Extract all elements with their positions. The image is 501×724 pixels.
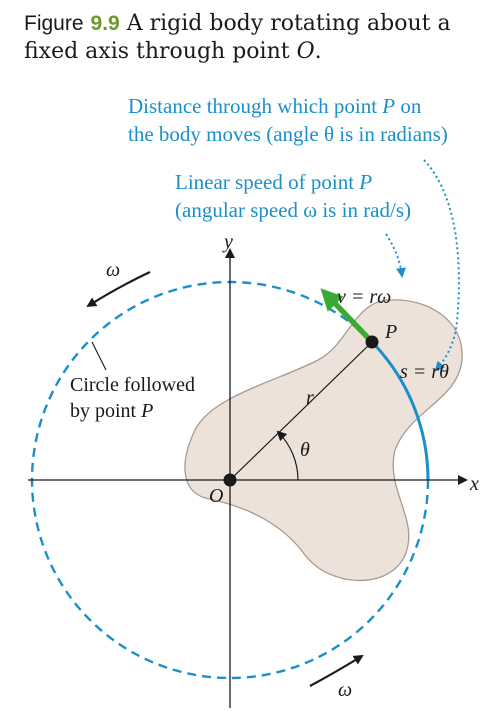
point-p bbox=[365, 335, 379, 349]
y-axis-label: y bbox=[222, 231, 233, 253]
figure-label: Figure bbox=[24, 12, 84, 35]
arc-equation: s = rθ bbox=[400, 361, 449, 383]
omega-arrow-bottom bbox=[309, 654, 364, 687]
origin-label: O bbox=[209, 485, 223, 507]
omega-label-top: ω bbox=[106, 259, 120, 281]
radius-label: r bbox=[306, 387, 314, 409]
distance-annotation-line2: the body moves (angle θ is in radians) bbox=[128, 122, 448, 146]
circle-label-leader bbox=[91, 341, 107, 371]
speed-annotation-line1: Linear speed of point P bbox=[175, 170, 372, 194]
caption-line2: fixed axis through point bbox=[24, 39, 297, 64]
circle-annotation-line1: Circle followed bbox=[70, 374, 195, 396]
arc-length-s bbox=[370, 340, 430, 481]
omega-label-bottom: ω bbox=[338, 679, 352, 701]
origin-point bbox=[223, 473, 237, 487]
distance-annotation-line1: Distance through which point P on bbox=[128, 94, 422, 118]
x-axis-label: x bbox=[469, 473, 479, 495]
distance-leader bbox=[423, 159, 460, 372]
angle-arc bbox=[276, 430, 299, 481]
caption-line2-suffix: . bbox=[314, 39, 322, 64]
velocity-equation: v = rω bbox=[337, 286, 391, 308]
circle-annotation-line2: by point P bbox=[70, 400, 153, 422]
angle-label: θ bbox=[300, 439, 310, 461]
figure-number: 9.9 bbox=[90, 12, 120, 35]
speed-leader bbox=[385, 233, 406, 278]
point-p-label: P bbox=[384, 321, 397, 343]
omega-arrow-top bbox=[86, 271, 151, 308]
caption-point-o: O bbox=[296, 39, 315, 64]
radius-line bbox=[229, 341, 373, 481]
caption-line1: A rigid body rotating about a bbox=[119, 11, 451, 36]
rigid-body bbox=[184, 299, 463, 582]
figure-caption: Figure 9.9 A rigid body rotating about a… bbox=[24, 10, 494, 66]
velocity-arrow bbox=[320, 288, 374, 344]
speed-annotation-line2: (angular speed ω is in rad/s) bbox=[175, 198, 411, 222]
